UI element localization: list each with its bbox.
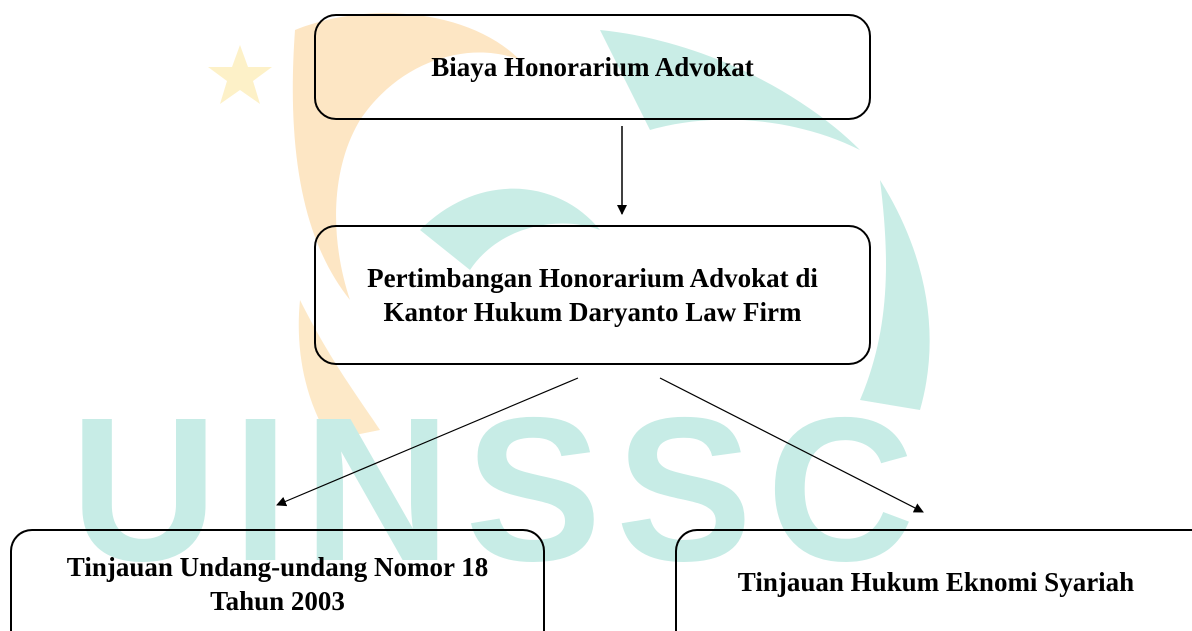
node-tinjauan-undang-undang: Tinjauan Undang-undang Nomor 18 Tahun 20… [10,529,545,631]
node-label: Tinjauan Undang-undang Nomor 18 Tahun 20… [66,552,489,616]
edge-middle-to-left [276,377,579,507]
node-label: Biaya Honorarium Advokat [431,52,754,82]
node-label: Tinjauan Hukum Eknomi Syariah [737,567,1135,597]
node-tinjauan-hukum-ekonomi-syariah: Tinjauan Hukum Eknomi Syariah [675,529,1192,631]
watermark-star-icon [208,45,272,104]
node-pertimbangan-honorarium: Pertimbangan Honorarium Advokat di Kanto… [314,225,871,365]
edge-middle-to-right [659,377,924,513]
node-label: Pertimbangan Honorarium Advokat di Kanto… [367,263,818,327]
node-biaya-honorarium: Biaya Honorarium Advokat [314,14,871,120]
